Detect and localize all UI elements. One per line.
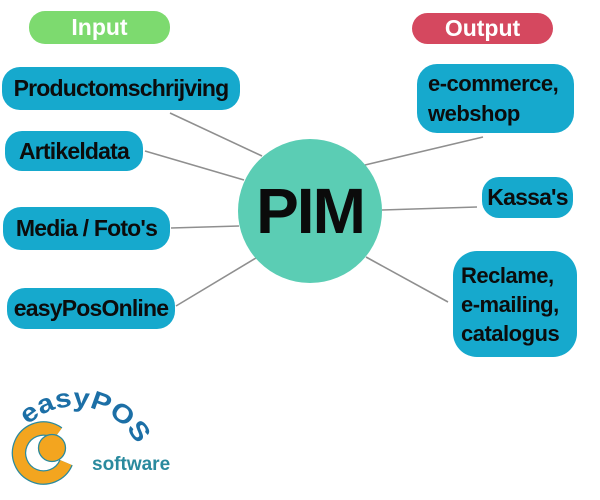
output-node-line: catalogus [461,320,560,346]
pim-hub-circle: PIM [238,139,382,283]
connector-reclame [365,256,449,303]
easypos-dot-icon [37,433,67,463]
output-node-line: webshop [428,100,520,126]
input-node-productomschrijving: Productomschrijving [2,67,240,110]
input-node-artikeldata: Artikeldata [5,131,143,171]
input-node-label: Artikeldata [18,137,130,164]
input-node-media-fotos: Media / Foto's [3,207,170,250]
easypos-subtitle-text: software [92,454,170,475]
connector-easyposonline [175,257,257,307]
output-legend-pill: Output [412,13,553,44]
input-legend-label: Input [71,14,128,40]
output-node-ecommerce-webshop: e-commerce, webshop [417,64,574,133]
output-node-reclame-emailing-catalogus: Reclame, e-mailing, catalogus [453,251,577,357]
connector-kassas [381,206,478,211]
input-node-label: Productomschrijving [13,75,230,101]
output-node-line: e-mailing, [461,291,559,317]
output-node-kassas: Kassa's [482,177,573,218]
easypos-logo: easyPOS software [11,381,170,485]
output-node-line: Reclame, [461,262,554,288]
connector-productomschrijving [169,112,263,157]
easypos-crescent-icon [11,421,76,485]
output-node-label: Kassa's [487,184,568,210]
input-node-label: Media / Foto's [15,215,158,241]
input-node-label: easyPosOnline [13,295,169,321]
connector-artikeldata [144,150,245,181]
connector-media-fotos [170,225,240,229]
input-legend-pill: Input [29,11,170,44]
input-node-easyposonline: easyPosOnline [7,288,175,329]
output-legend-label: Output [444,15,521,41]
pim-hub-label: PIM [256,175,366,247]
output-node-line: e-commerce, [428,70,559,96]
connector-ecommerce [364,136,484,166]
